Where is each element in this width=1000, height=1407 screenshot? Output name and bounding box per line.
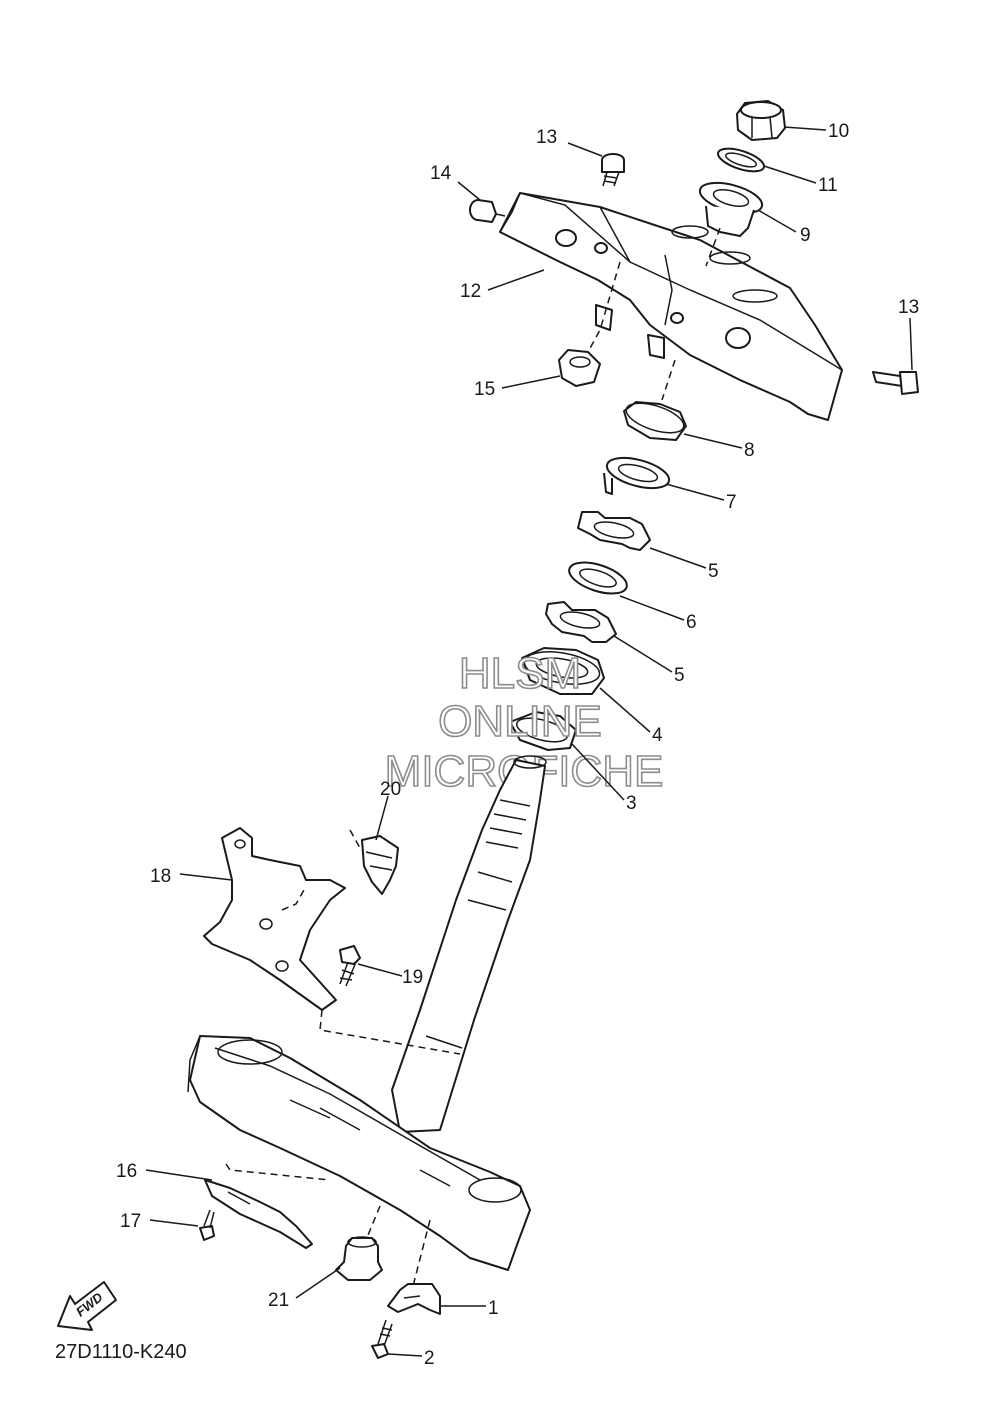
lock-washer-7 bbox=[603, 456, 671, 495]
diagram-code: 27D1110-K240 bbox=[55, 1341, 187, 1363]
bolt-17 bbox=[199, 1209, 215, 1241]
bolt-13-top bbox=[601, 153, 625, 187]
callout-17: 17 bbox=[120, 1211, 141, 1232]
bearing-4 bbox=[521, 647, 605, 695]
axis-line-16 bbox=[225, 1163, 331, 1181]
callout-13-right: 13 bbox=[898, 297, 919, 318]
ring-nut-5-upper bbox=[577, 511, 651, 551]
race-8 bbox=[623, 401, 687, 441]
bolt-14 bbox=[469, 199, 506, 223]
callout-10: 10 bbox=[828, 121, 849, 142]
callout-12: 12 bbox=[460, 281, 481, 302]
bearing-3 bbox=[509, 711, 577, 751]
callout-4: 4 bbox=[652, 725, 663, 746]
callout-2: 2 bbox=[424, 1348, 435, 1369]
bolt-13-right bbox=[872, 371, 919, 395]
callout-15: 15 bbox=[474, 379, 495, 400]
callout-20: 20 bbox=[380, 779, 401, 800]
callout-8: 8 bbox=[744, 440, 755, 461]
callout-21: 21 bbox=[268, 1290, 289, 1311]
callouts: 10 11 9 13 13 14 12 15 8 7 5 6 5 4 3 20 … bbox=[116, 121, 919, 1369]
callout-3: 3 bbox=[626, 793, 637, 814]
callout-5-upper: 5 bbox=[708, 561, 719, 582]
leader-lines bbox=[145, 126, 913, 1357]
clamp-1 bbox=[387, 1283, 441, 1315]
callout-13-top: 13 bbox=[536, 127, 557, 148]
under-bracket bbox=[187, 1035, 531, 1271]
cap-nut-10 bbox=[736, 100, 786, 141]
collar-21 bbox=[335, 1236, 383, 1281]
callout-16: 16 bbox=[116, 1161, 137, 1182]
bracket-18 bbox=[203, 827, 346, 1011]
axis-line-21 bbox=[365, 1205, 381, 1241]
callout-7: 7 bbox=[726, 492, 737, 513]
callout-5-lower: 5 bbox=[674, 665, 685, 686]
clamp-20 bbox=[349, 829, 399, 895]
collar-9 bbox=[698, 181, 764, 237]
watermark-line-2: ONLINE bbox=[438, 697, 602, 746]
callout-18: 18 bbox=[150, 866, 171, 887]
axis-line-1 bbox=[411, 1219, 431, 1291]
fwd-arrow: FWD bbox=[57, 1281, 117, 1331]
plate-16 bbox=[204, 1179, 313, 1249]
steering-stem bbox=[391, 755, 547, 1133]
washer-11 bbox=[717, 147, 765, 173]
nut-15 bbox=[558, 349, 601, 387]
bolt-2 bbox=[371, 1319, 393, 1359]
callout-14: 14 bbox=[430, 163, 452, 184]
callout-19: 19 bbox=[402, 967, 423, 988]
callout-11: 11 bbox=[818, 175, 838, 196]
washer-6 bbox=[568, 561, 628, 595]
upper-bracket bbox=[499, 192, 843, 421]
axis-line-18 bbox=[319, 1009, 461, 1055]
axis-line-15 bbox=[587, 261, 621, 353]
callout-9: 9 bbox=[800, 225, 811, 246]
bolt-19 bbox=[339, 945, 361, 987]
watermark-line-1: HLSM bbox=[459, 649, 581, 698]
callout-1: 1 bbox=[488, 1298, 499, 1319]
axis-line-main bbox=[661, 359, 676, 401]
ring-nut-5-lower bbox=[545, 601, 617, 643]
axis-line-9 bbox=[705, 227, 721, 267]
callout-6: 6 bbox=[686, 612, 697, 633]
